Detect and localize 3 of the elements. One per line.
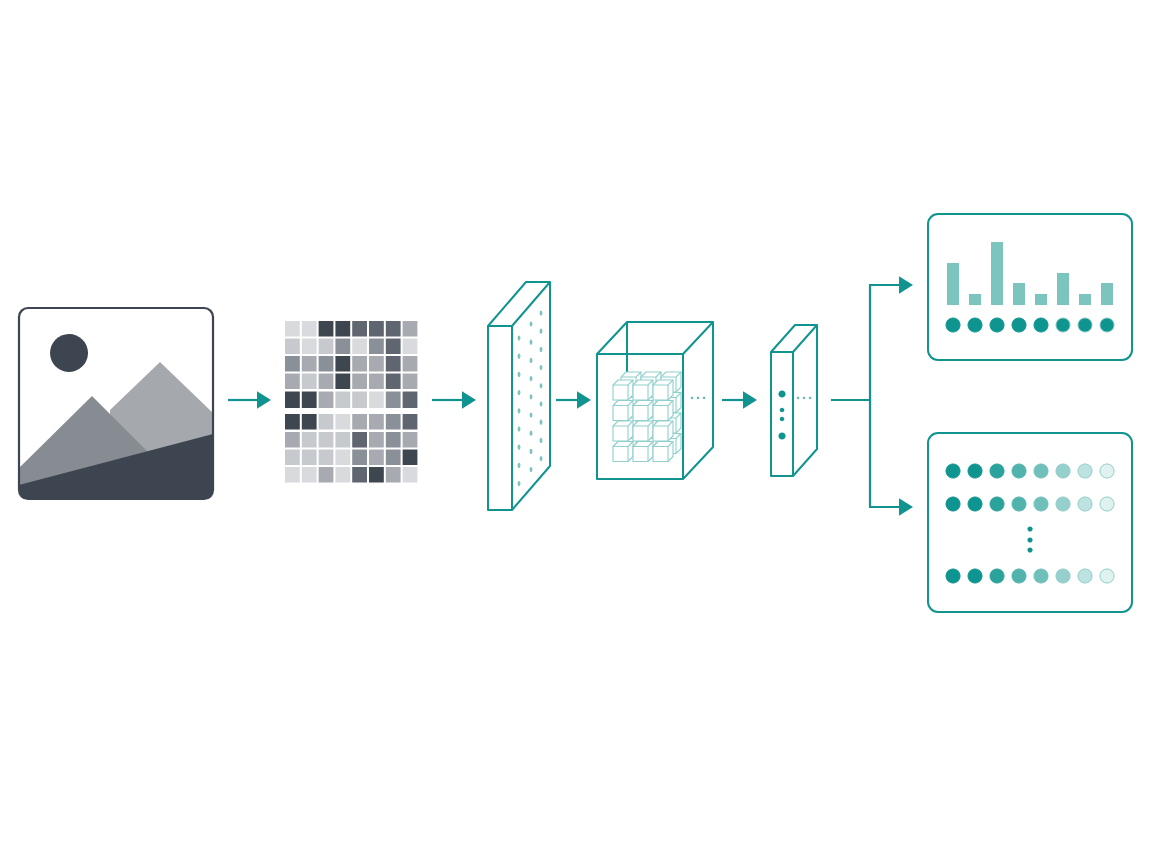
slab xyxy=(487,281,551,511)
pixel-grid xyxy=(285,321,418,483)
image-icon xyxy=(17,306,215,501)
